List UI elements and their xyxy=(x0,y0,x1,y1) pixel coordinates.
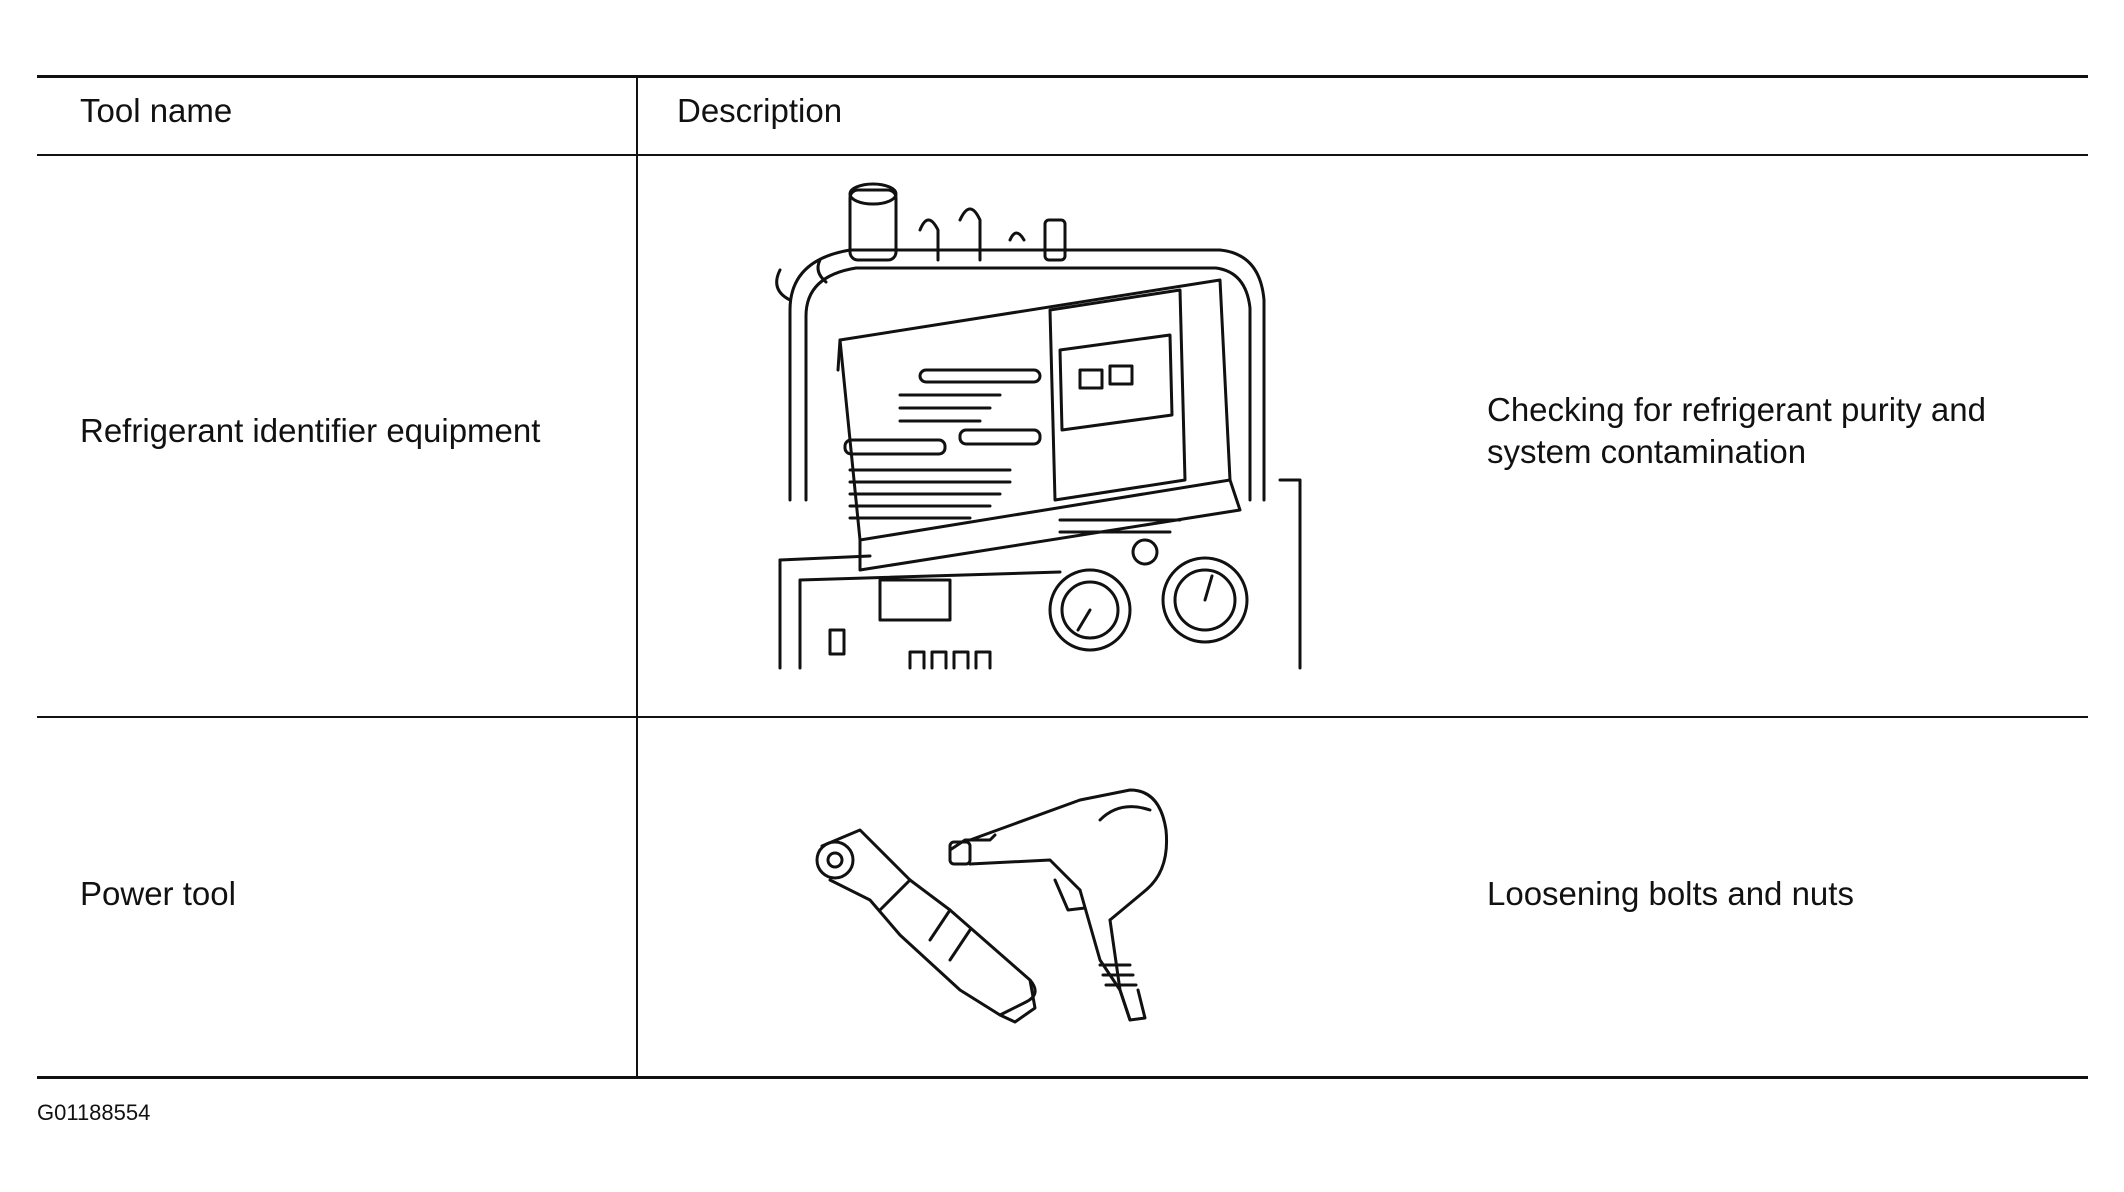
power-tool-illustration xyxy=(800,760,1260,1030)
figure-id: G01188554 xyxy=(37,1100,151,1125)
refrigerant-identifier-illustration xyxy=(760,180,1302,670)
table-header-rule xyxy=(37,154,2088,156)
table-bottom-rule xyxy=(37,1076,2088,1079)
table-row-rule xyxy=(37,716,2088,718)
header-description: Description xyxy=(677,92,843,129)
table-top-rule xyxy=(37,75,2088,78)
row-2-description: Loosening bolts and nuts xyxy=(1487,875,1854,912)
row-1-description: Checking for refrigerant purity and syst… xyxy=(1487,391,1986,470)
header-tool-name: Tool name xyxy=(80,92,233,129)
table-column-rule xyxy=(636,77,638,1076)
row-2-tool-name: Power tool xyxy=(80,875,236,912)
row-1-tool-name: Refrigerant identifier equipment xyxy=(80,412,541,449)
